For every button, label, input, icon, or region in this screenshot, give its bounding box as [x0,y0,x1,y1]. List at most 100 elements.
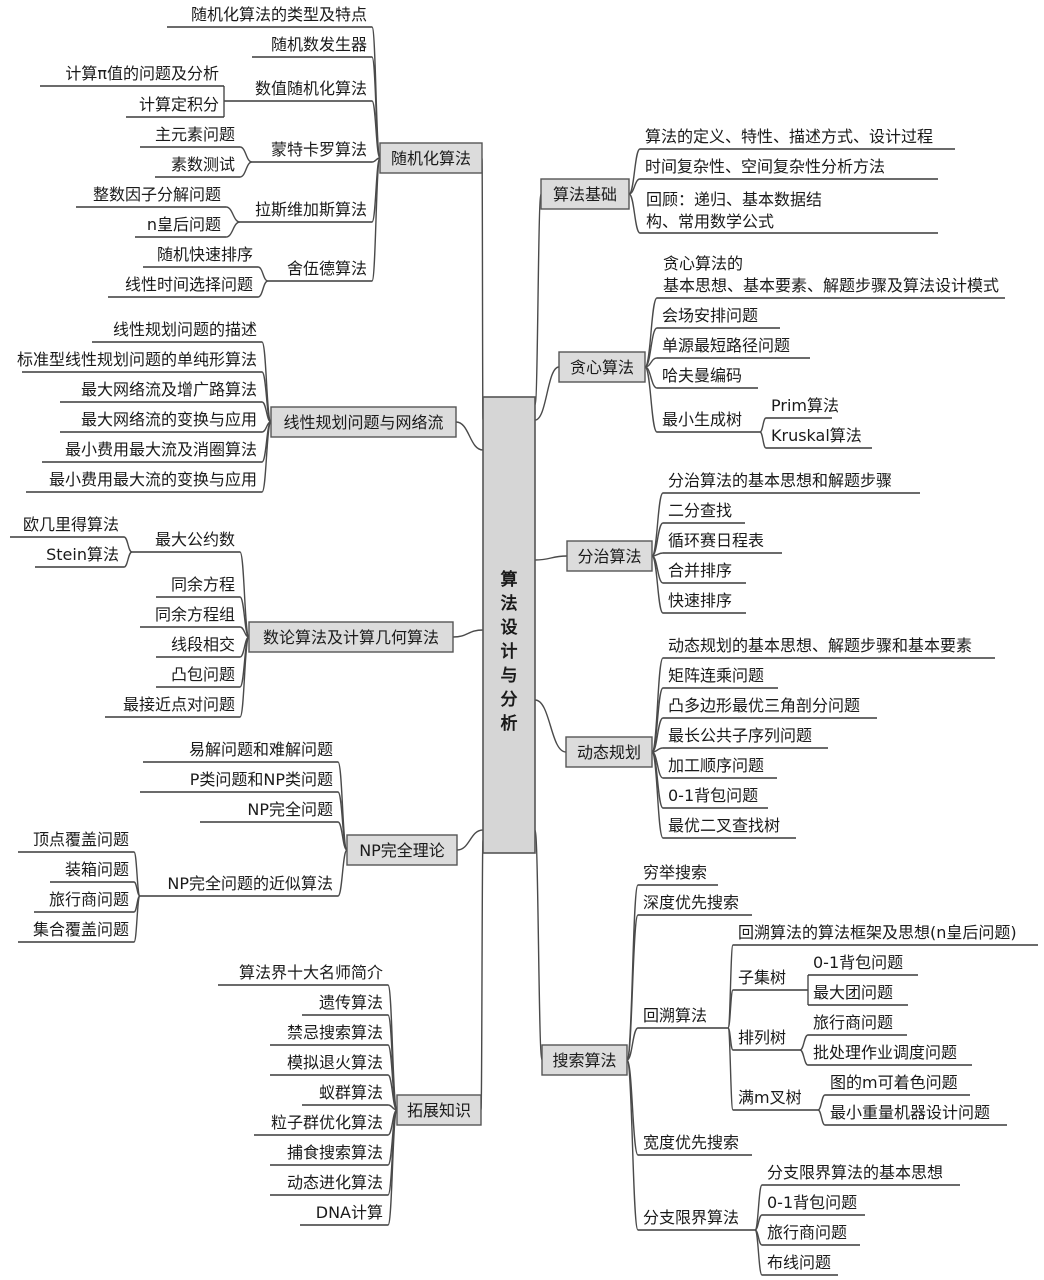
subtopic-random: 计算π值的问题及分析 [65,64,219,83]
topic-greedy: 哈夫曼编码 [662,366,742,385]
subtopic-search: 0-1背包问题 [767,1193,857,1212]
root-node-char: 分 [501,690,518,710]
topic-random: 随机化算法的类型及特点 [191,5,367,24]
branch-random [379,142,483,174]
subsubtopic-search: 批处理作业调度问题 [813,1043,957,1062]
topic-lp: 最大网络流及增广路算法 [81,380,257,399]
topic-num: 同余方程组 [155,605,235,624]
root-node-char: 设 [501,618,518,638]
branch-random-label: 随机化算法 [391,149,471,168]
subtopic-num: Stein算法 [46,545,119,564]
topic-np: 易解问题和难解问题 [189,740,333,759]
connector-line [727,1027,734,1111]
connector-line [534,829,543,1061]
topic-ext: 模拟退火算法 [287,1053,383,1072]
root-node-char: 与 [501,666,518,686]
branch-dp [565,736,653,768]
topic-random: 数值随机化算法 [255,79,367,98]
subtopic-np: 旅行商问题 [49,890,129,909]
connector-line [123,536,133,553]
connector-line [480,839,484,1111]
connector-line [239,161,253,178]
connector-line [651,751,664,839]
topic-dc: 二分查找 [668,501,732,520]
connector-line [628,178,641,195]
subsubtopic-search: 旅行商问题 [813,1013,893,1032]
connector-line [628,148,641,195]
subtopic-random: 计算定积分 [139,95,219,114]
connector-line [337,821,348,851]
subtopic-random: 素数测试 [171,155,235,174]
subtopic-np: 装箱问题 [65,860,129,879]
branch-lp-label: 线性规划问题与网络流 [283,413,443,432]
branch-search-label: 搜索算法 [552,1051,616,1070]
topic-np: NP完全问题的近似算法 [167,874,333,893]
connector-line [534,555,568,561]
subtopic-search: 布线问题 [767,1253,831,1272]
connector-line [534,699,567,753]
connector-line [626,1027,639,1061]
topic-dc: 合并排序 [668,561,732,580]
topic-basic: 构、常用数学公式 [646,212,774,231]
subsubtopic-search: 最大团问题 [813,983,893,1002]
connector-line [754,1229,763,1276]
connector-line [239,551,250,638]
topic-lp: 最大网络流的变换与应用 [81,410,257,429]
connector-line [257,266,269,282]
topic-basic: 回顾：递归、基本数据结 [646,190,822,209]
topic-search: 深度优先搜索 [643,893,739,912]
topic-num: 同余方程 [171,575,235,594]
topic-ext: 禁忌搜索算法 [287,1023,383,1042]
topic-lp: 标准型线性规划问题的单纯形算法 [17,350,257,369]
topic-greedy: 基本思想、基本要素、解题步骤及算法设计模式 [663,276,999,295]
subtopic-search: 排列树 [738,1028,786,1047]
subtopic-num: 欧几里得算法 [23,515,119,534]
connector-line [387,1074,398,1111]
connector-line [644,327,658,368]
branch-ext [396,1094,482,1126]
connector-line [133,895,141,943]
connector-line [371,157,381,282]
subtopic-random: 整数因子分解问题 [93,185,221,204]
connector-line [799,1034,809,1051]
subtopic-random: 随机快速排序 [157,245,253,264]
connector-line [261,421,272,493]
topic-dp: 凸多边形最优三角剖分问题 [668,696,860,715]
topic-ext: 捕食搜索算法 [287,1143,383,1162]
topic-search: 穷举搜索 [643,863,707,882]
connector-line [456,829,484,851]
connector-line [651,555,664,614]
connector-line [239,596,250,638]
connector-line [727,989,734,1029]
topic-greedy: 最小生成树 [662,410,742,429]
connector-line [261,401,272,423]
topic-dp: 矩阵连乘问题 [668,666,764,685]
topic-ext: 算法界十大名师简介 [239,963,383,982]
subtopic-random: 主元素问题 [155,125,235,144]
branch-num [248,621,454,653]
root-node-char: 法 [501,593,518,614]
connector-line [817,1094,826,1111]
connector-line [651,522,664,557]
topic-num: 凸包问题 [171,665,235,684]
topic-lp: 线性规划问题的描述 [113,320,257,339]
topic-ext: 蚁群算法 [319,1083,383,1102]
branch-np [346,834,458,866]
topic-random: 拉斯维加斯算法 [255,200,367,219]
branch-dp-label: 动态规划 [577,743,641,762]
topic-np: P类问题和NP类问题 [190,770,333,789]
connector-line [239,636,250,718]
topic-basic: 时间复杂性、空间复杂性分析方法 [645,157,885,176]
topic-dp: 加工顺序问题 [668,756,764,775]
connector-line [534,366,560,421]
subtopic-greedy: Kruskal算法 [771,426,862,445]
connector-line [626,914,639,1061]
branch-ext-label: 拓展知识 [407,1101,471,1120]
topic-dp: 0-1背包问题 [668,786,758,805]
connector-line [371,100,381,159]
topic-greedy: 贪心算法的 [663,254,743,273]
topic-ext: DNA计算 [316,1203,383,1222]
connector-line [452,629,484,638]
connector-line [817,1109,826,1126]
